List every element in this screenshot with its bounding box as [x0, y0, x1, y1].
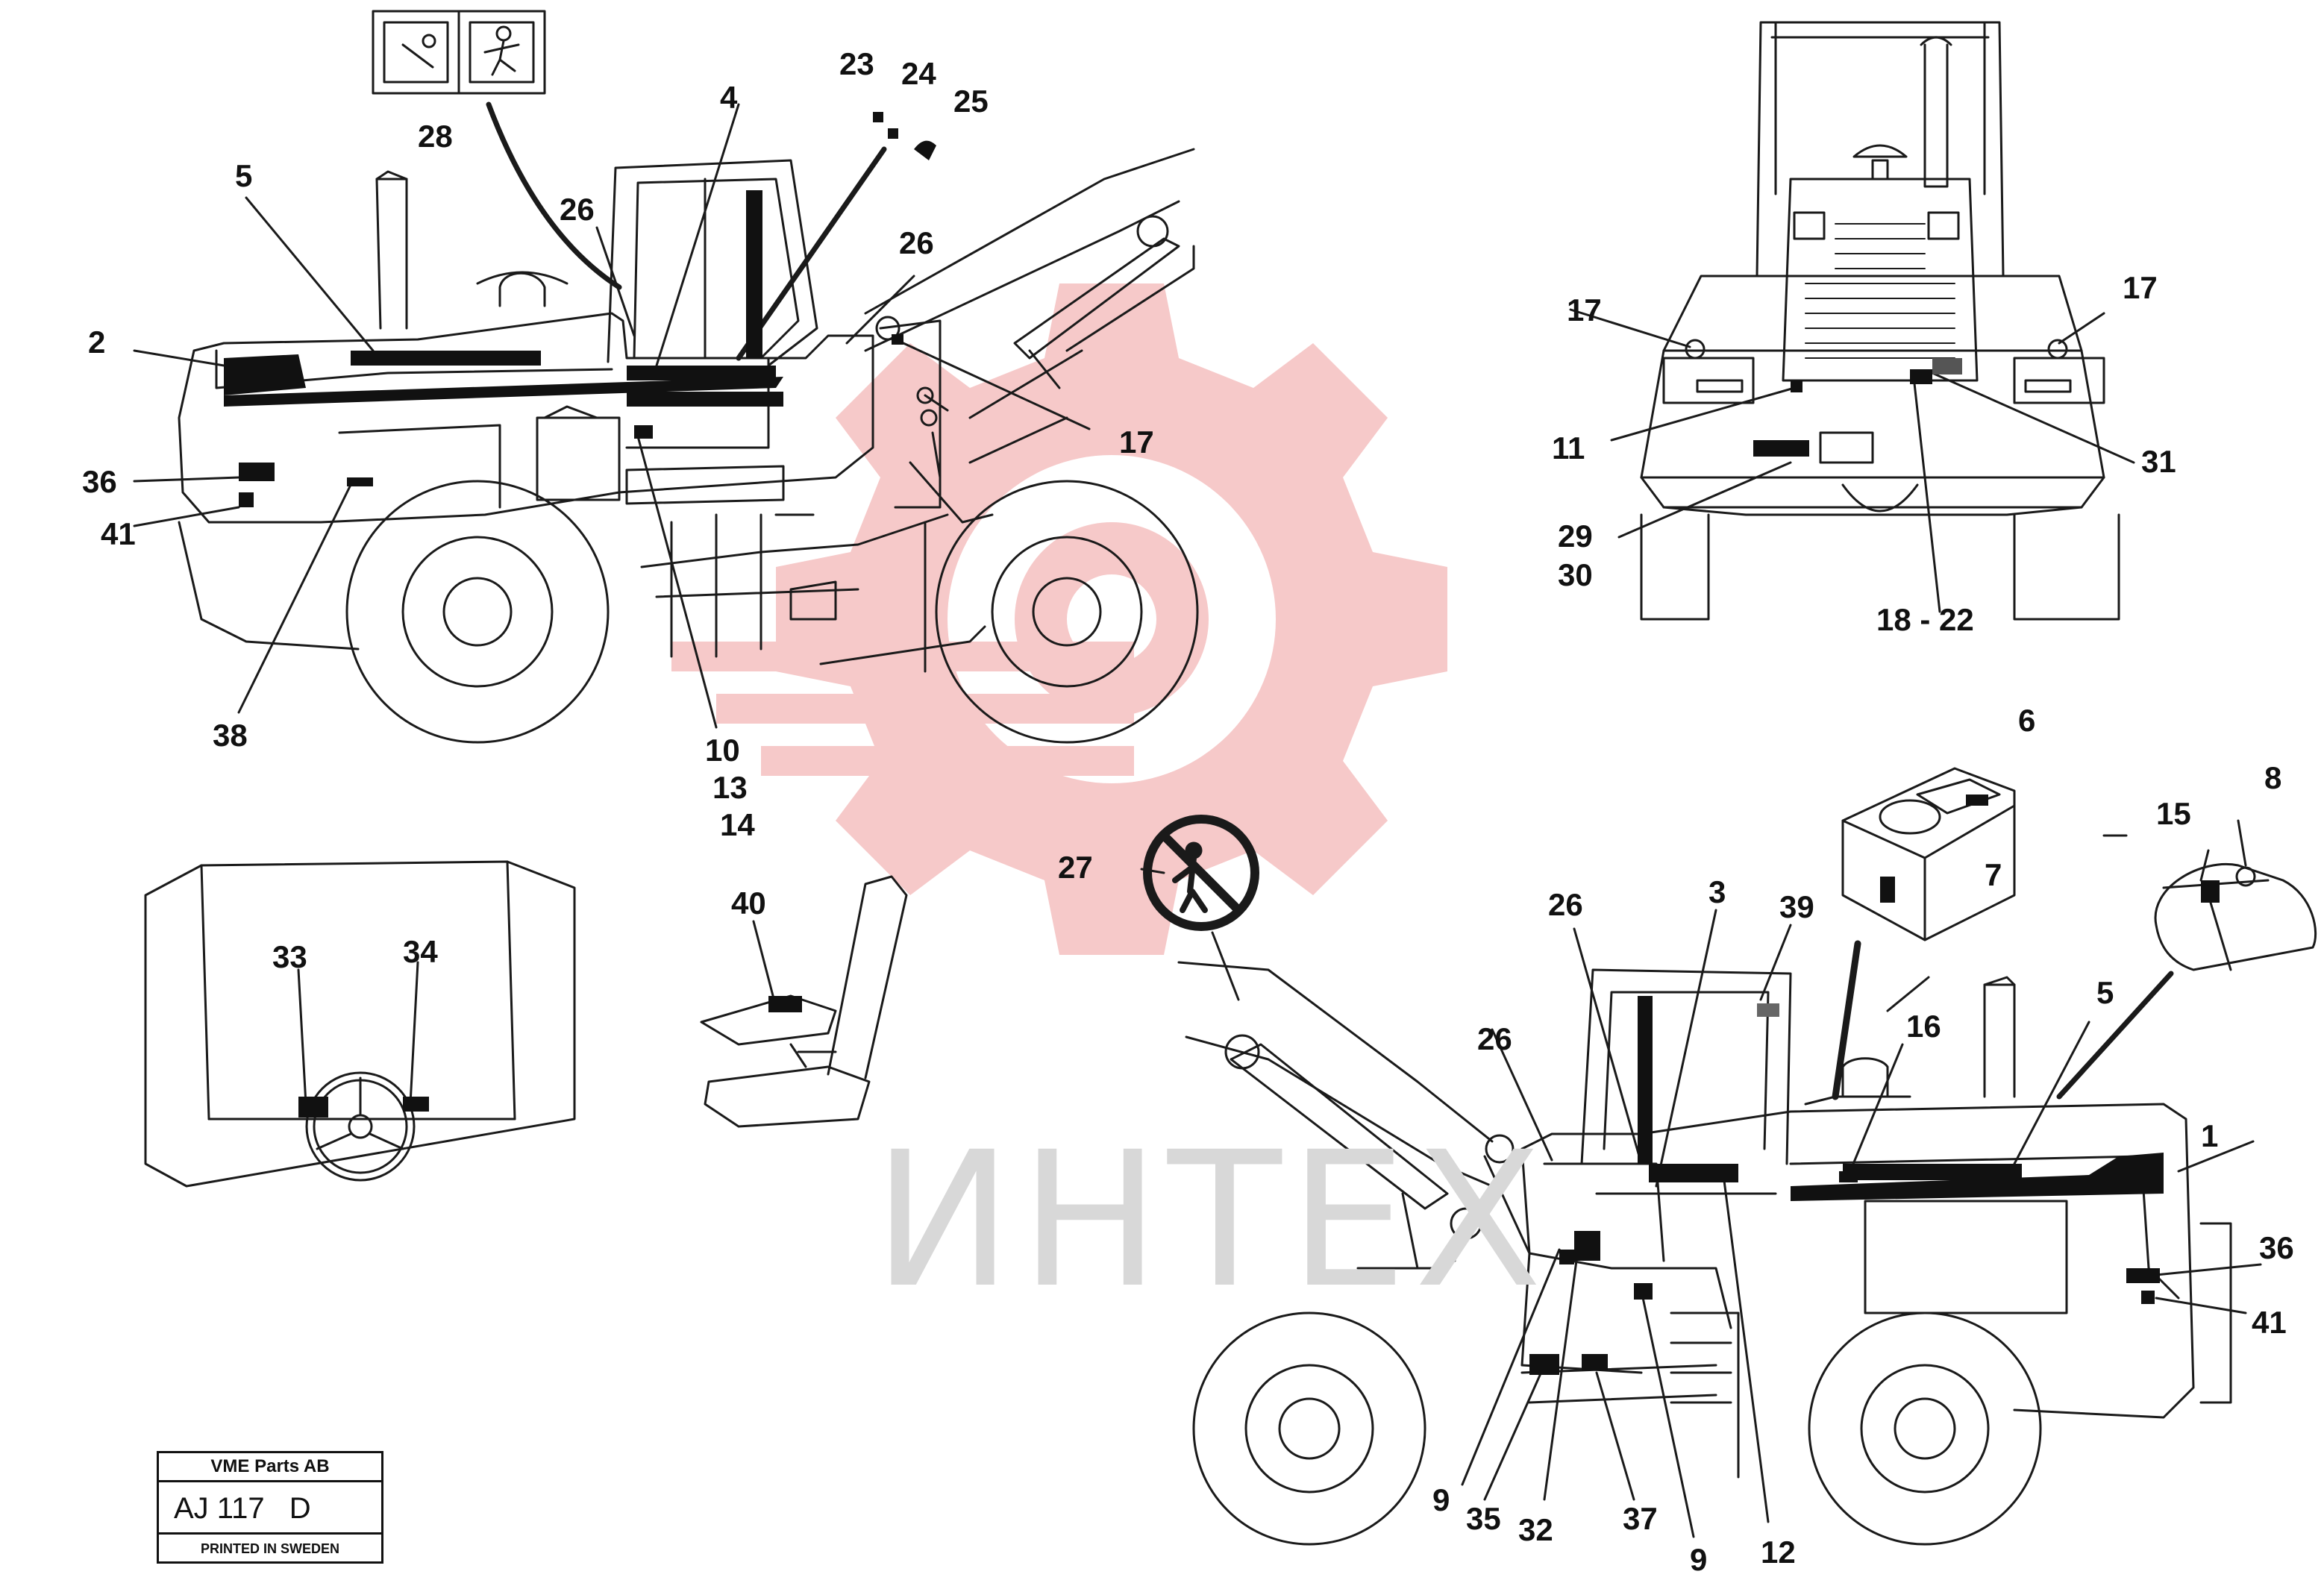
- callout-9-right: 9: [1690, 1542, 1708, 1577]
- title-block: VME Parts AB AJ 117 D PRINTED IN SWEDEN: [157, 1451, 383, 1564]
- callout-24: 24: [901, 56, 936, 91]
- callout-30: 30: [1558, 557, 1593, 592]
- loader-side-view-left: [178, 148, 1199, 744]
- callout-3: 3: [1708, 874, 1726, 909]
- callout-9-left: 9: [1432, 1482, 1450, 1517]
- hydraulic-tank-view: [1841, 767, 2016, 941]
- callout-26-bottom-upper: 26: [1548, 887, 1583, 922]
- callout-18-22: 18 - 22: [1876, 602, 1974, 637]
- loader-rear-view: [1640, 21, 2120, 621]
- callout-37: 37: [1623, 1501, 1658, 1536]
- callout-25: 25: [953, 84, 989, 119]
- watermark-text: ИНТЕХ: [873, 1112, 1550, 1329]
- callout-1: 1: [2201, 1118, 2219, 1153]
- loader-side-view-right: [1177, 961, 2232, 1546]
- callout-leader-lines: [133, 101, 2262, 1538]
- fuel-tank-view: [2154, 863, 2317, 971]
- callout-32: 32: [1518, 1512, 1553, 1547]
- callout-7: 7: [1985, 857, 2002, 892]
- callout-15: 15: [2156, 796, 2191, 831]
- callout-10: 10: [705, 733, 740, 768]
- title-block-drawing-number: AJ 117 D: [159, 1482, 381, 1535]
- callout-5-bottom: 5: [2096, 975, 2114, 1010]
- callout-26-bottom-lower: 26: [1477, 1021, 1512, 1056]
- callout-17-left: 17: [1119, 424, 1154, 460]
- callout-35: 35: [1466, 1501, 1501, 1536]
- callout-2: 2: [88, 325, 106, 360]
- drawing-number: AJ 117: [174, 1492, 265, 1525]
- callout-41-left: 41: [101, 516, 136, 551]
- operator-seat-view: [700, 875, 908, 1128]
- warning-pictogram-sign: [372, 10, 546, 95]
- callout-16: 16: [1906, 1009, 1941, 1044]
- title-block-printed: PRINTED IN SWEDEN: [200, 1541, 339, 1556]
- callout-12: 12: [1761, 1535, 1796, 1570]
- callout-17-rear-right: 17: [2123, 270, 2158, 305]
- watermark-gear-icon: [671, 283, 1447, 955]
- callout-23: 23: [839, 46, 874, 81]
- prohibition-sign-icon: [1143, 815, 1259, 931]
- callout-38: 38: [213, 718, 248, 753]
- callout-27: 27: [1058, 850, 1093, 885]
- callout-4: 4: [720, 80, 738, 115]
- decal-markers: [224, 112, 2220, 1375]
- title-block-company: VME Parts AB: [159, 1453, 381, 1482]
- callout-40: 40: [731, 886, 766, 921]
- callout-41-right: 41: [2252, 1305, 2287, 1340]
- callout-14: 14: [720, 807, 755, 842]
- callout-17-rear-left: 17: [1567, 292, 1602, 327]
- callout-31: 31: [2141, 444, 2176, 479]
- callout-5-top: 5: [235, 158, 253, 193]
- callout-26-top-right: 26: [899, 225, 934, 260]
- dashboard-view: [144, 860, 576, 1188]
- callout-39: 39: [1779, 889, 1814, 924]
- callout-33: 33: [272, 939, 307, 974]
- callout-11: 11: [1552, 430, 1585, 466]
- callout-6: 6: [2018, 703, 2036, 738]
- callout-13: 13: [712, 770, 748, 805]
- drawing-revision: D: [289, 1492, 311, 1525]
- callout-36-left: 36: [82, 464, 117, 499]
- callout-28: 28: [418, 119, 453, 154]
- callout-26-top-left: 26: [560, 192, 595, 227]
- callout-34: 34: [403, 934, 438, 969]
- callout-8: 8: [2264, 760, 2282, 795]
- callout-36-right: 36: [2259, 1230, 2294, 1265]
- callout-29: 29: [1558, 518, 1593, 554]
